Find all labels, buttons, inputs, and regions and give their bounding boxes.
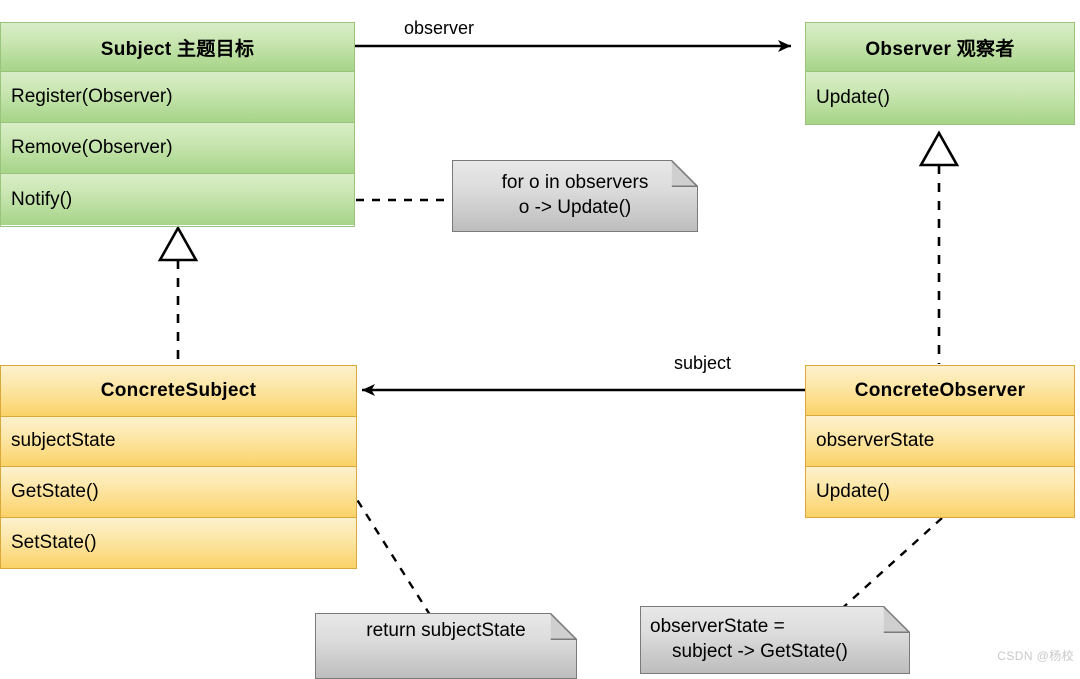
class-title-concretesubject: ConcreteSubject	[1, 366, 356, 417]
note-body	[640, 606, 910, 674]
class-box-concreteobserver[interactable]: ConcreteObserver observerState Update()	[805, 365, 1075, 518]
note-line-1: observerState =	[650, 616, 785, 638]
class-box-subject[interactable]: Subject 主题目标 Register(Observer) Remove(O…	[0, 22, 355, 227]
class-member-observerstate: observerState	[806, 416, 1074, 467]
edge-update-to-note	[836, 517, 943, 614]
class-box-observer[interactable]: Observer 观察者 Update()	[805, 22, 1075, 125]
note-update[interactable]: observerState = subject -> GetState()	[640, 606, 910, 674]
class-member-remove: Remove(Observer)	[1, 123, 354, 174]
edge-label-observer: observer	[404, 18, 475, 38]
class-title-concreteobserver: ConcreteObserver	[806, 366, 1074, 417]
class-title-observer: Observer 观察者	[806, 23, 1074, 72]
watermark-text: CSDN @杨校	[997, 649, 1074, 663]
class-member-subjectstate: subjectState	[1, 416, 356, 467]
edge-realization-concretesubject-subject	[157, 225, 199, 364]
note-body	[452, 160, 698, 232]
edge-realization-concreteobserver-observer	[918, 130, 960, 364]
note-line-1: for o in observers	[501, 172, 649, 194]
class-title-subject: Subject 主题目标	[1, 23, 354, 72]
class-member-notify: Notify()	[1, 174, 354, 225]
class-member-getstate: GetState()	[1, 467, 356, 518]
note-line-2: subject -> GetState()	[672, 641, 848, 662]
class-member-setstate: SetState()	[1, 517, 356, 568]
edge-label-subject: subject	[674, 353, 732, 373]
note-line-2: o -> Update()	[518, 197, 632, 218]
note-getstate-text: return subjectState	[315, 613, 577, 679]
class-member-observer-update: Update()	[806, 72, 1074, 124]
class-member-register: Register(Observer)	[1, 72, 354, 123]
note-getstate[interactable]: return subjectState	[315, 613, 577, 679]
class-box-concretesubject[interactable]: ConcreteSubject subjectState GetState() …	[0, 365, 357, 569]
note-update-text: observerState = subject -> GetState()	[640, 606, 910, 674]
edge-getstate-to-note	[347, 486, 434, 619]
note-notify[interactable]: for o in observers o -> Update()	[452, 160, 698, 232]
note-notify-text: for o in observers o -> Update()	[452, 160, 698, 232]
note-body	[315, 613, 577, 679]
note-line-1: return subjectState	[366, 620, 526, 641]
class-member-concreteobserver-update: Update()	[806, 466, 1074, 518]
